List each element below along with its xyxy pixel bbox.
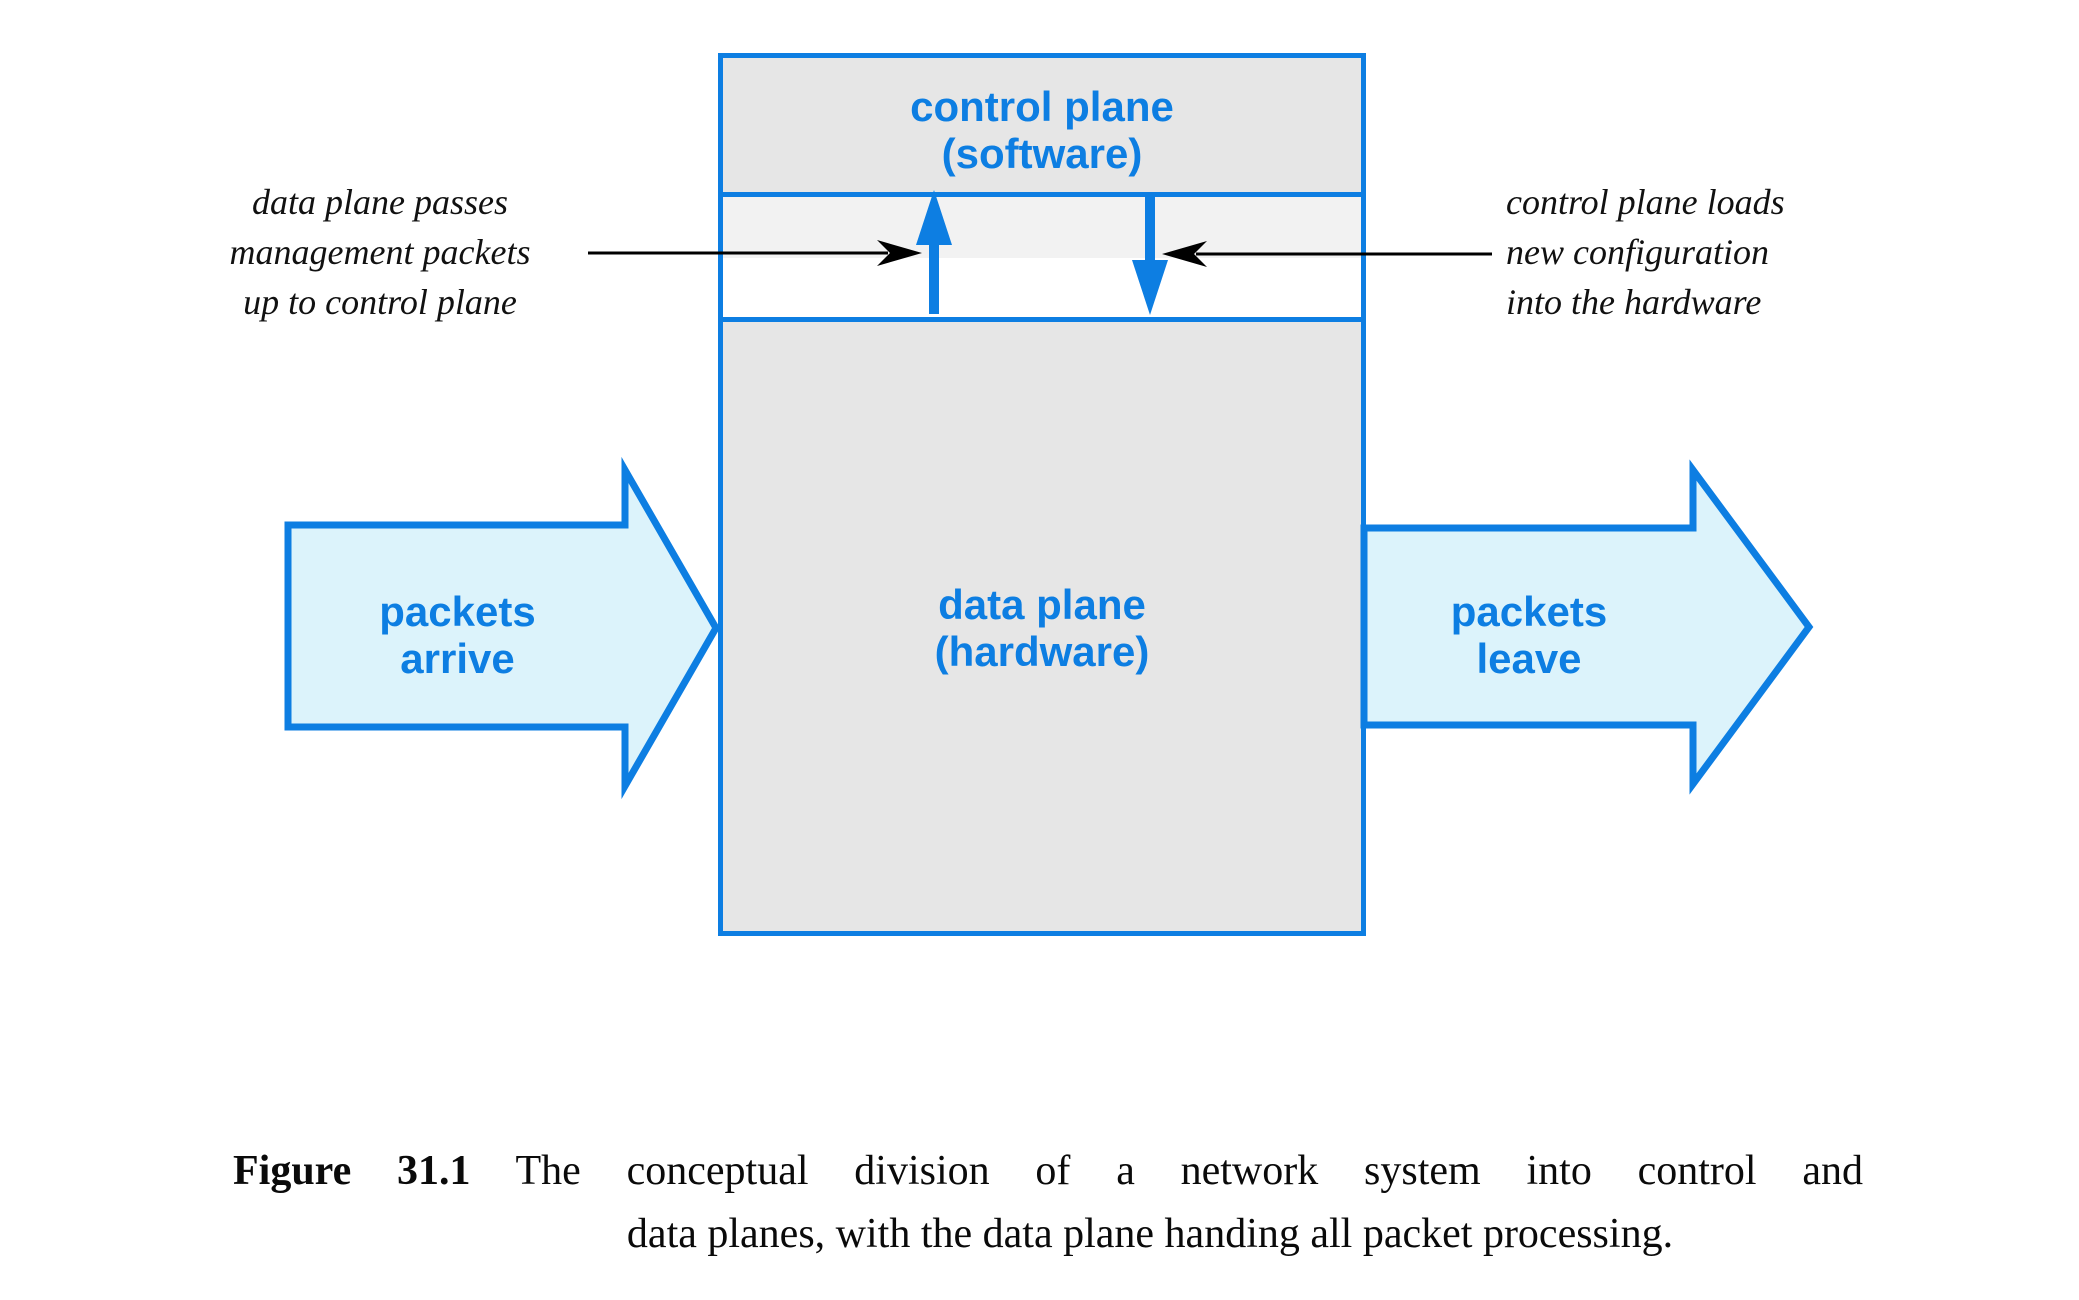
figure-caption-text1: The conceptual division of a network sys… [515, 1148, 1863, 1194]
interface-band-upper [723, 197, 1361, 258]
figure-caption-line2: data planes, with the data plane handing… [626, 1211, 1674, 1257]
packets-arrive-arrow [284, 456, 721, 800]
left-annotation-line2: management packets [229, 232, 531, 272]
data-plane-box [723, 317, 1361, 931]
data-plane-label-line2: (hardware) [934, 628, 1150, 675]
right-annotation-line1: control plane loads [1506, 182, 1785, 222]
right-pointer-head [1162, 241, 1207, 267]
control-plane-label-line2: (software) [941, 130, 1143, 177]
figure-number: Figure 31.1 [233, 1148, 471, 1194]
packets-leave-arrow [1360, 459, 1814, 795]
network-system-box [718, 53, 1366, 936]
data-plane-label-line1: data plane [938, 581, 1146, 628]
packets-arrive-line1: packets [379, 588, 536, 635]
right-annotation-line2: new configuration [1506, 232, 1769, 272]
right-annotation: control plane loads new configuration in… [1506, 177, 1936, 327]
packets-leave-line1: packets [1450, 588, 1608, 635]
left-pointer-head [877, 240, 922, 266]
control-plane-box [723, 58, 1361, 197]
left-annotation: data plane passes management packets up … [150, 177, 610, 327]
up-arrow-head [916, 190, 952, 245]
right-annotation-line3: into the hardware [1506, 282, 1762, 322]
interface-band-lower [723, 258, 1361, 317]
packets-arrive-line2: arrive [400, 635, 515, 682]
packets-leave-line2: leave [1476, 635, 1582, 682]
left-annotation-line1: data plane passes [252, 182, 508, 222]
figure-caption-line1: Figure 31.1 The conceptual division of a… [233, 1147, 1863, 1195]
packets-arrive-label: packets arrive [290, 588, 625, 682]
packets-leave-label: packets leave [1364, 588, 1694, 682]
control-plane-label: control plane (software) [718, 83, 1366, 177]
data-plane-label: data plane (hardware) [718, 581, 1366, 675]
control-plane-label-line1: control plane [910, 83, 1174, 130]
left-annotation-line3: up to control plane [243, 282, 517, 322]
down-arrow-head [1132, 260, 1168, 315]
